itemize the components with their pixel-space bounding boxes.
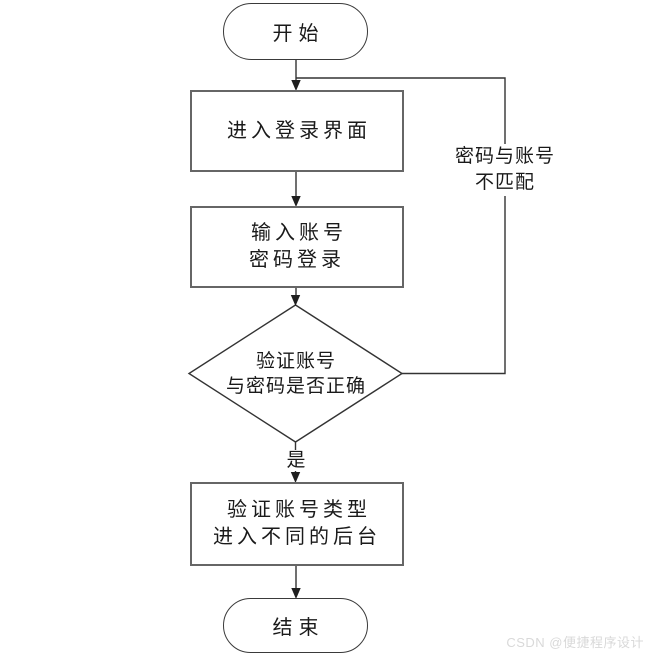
arrowhead-into-decision xyxy=(290,295,301,306)
verify-decision-node: 验证账号 与密码是否正确 xyxy=(190,343,402,405)
arrowhead-into-end xyxy=(291,588,301,599)
csdn-watermark: CSDN @便捷程序设计 xyxy=(506,635,644,650)
edge-mismatch-loop xyxy=(296,77,506,375)
arrowhead-into-backend xyxy=(290,472,301,483)
verify-decision-node-label: 验证账号 与密码是否正确 xyxy=(225,351,366,397)
mismatch-edge-label: 密码与账号 不匹配 xyxy=(445,144,565,196)
verify-type-node-label: 验证账号类型 进入不同的后台 xyxy=(213,499,381,548)
input-account-node-label: 输入账号 密码登录 xyxy=(249,222,347,271)
enter-login-node: 进入登录界面 xyxy=(190,90,404,172)
arrowhead-into-login xyxy=(291,80,301,91)
verify-type-node: 验证账号类型 进入不同的后台 xyxy=(190,482,404,566)
end-node-label: 结束 xyxy=(272,617,325,639)
arrowhead-into-input xyxy=(291,196,301,207)
start-node: 开始 xyxy=(223,3,368,60)
input-account-node: 输入账号 密码登录 xyxy=(190,206,404,288)
enter-login-node-label: 进入登录界面 xyxy=(227,119,371,142)
end-node: 结束 xyxy=(223,598,368,653)
yes-edge-label: 是 xyxy=(283,450,309,471)
start-node-label: 开始 xyxy=(272,23,325,45)
